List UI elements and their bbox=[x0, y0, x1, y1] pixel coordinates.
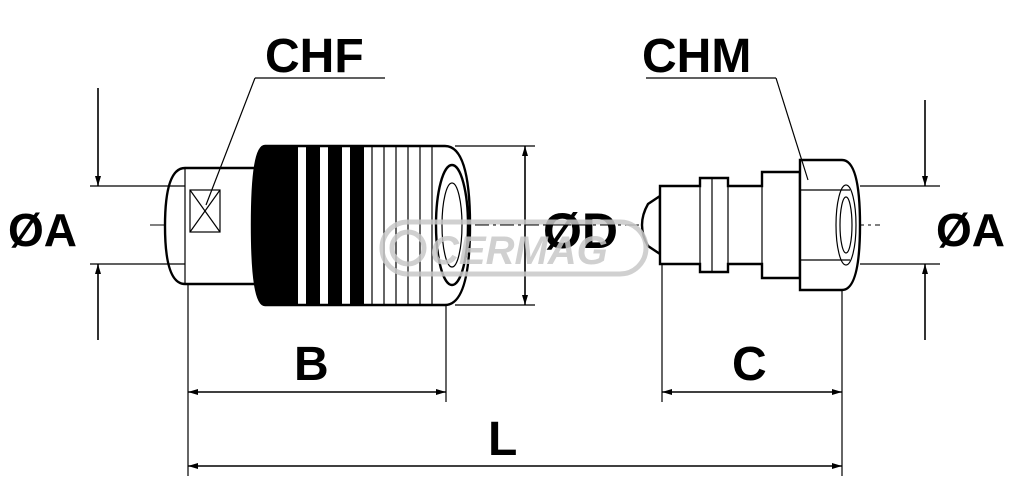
male-bore bbox=[835, 184, 857, 266]
label-b: B bbox=[294, 338, 329, 391]
leader-chm bbox=[646, 77, 809, 181]
label-a-right: ØA bbox=[936, 204, 1005, 256]
male-plug-body bbox=[658, 170, 802, 280]
dimension-d bbox=[455, 145, 535, 306]
female-hex-stem bbox=[163, 166, 260, 286]
label-c: C bbox=[732, 338, 767, 391]
dimension-a-left bbox=[90, 88, 185, 340]
dimension-b bbox=[187, 285, 447, 476]
female-bore bbox=[434, 163, 470, 287]
male-hex-nut bbox=[798, 158, 862, 292]
label-l: L bbox=[488, 413, 517, 466]
sleeve-groove-2 bbox=[328, 146, 342, 305]
label-chf: CHF bbox=[265, 30, 364, 83]
female-coupling bbox=[163, 144, 472, 307]
sleeve-groove-3 bbox=[350, 146, 364, 305]
dimension-a-right bbox=[860, 100, 940, 340]
knurled-grip bbox=[252, 146, 298, 305]
wrench-flat-mark bbox=[189, 189, 221, 233]
sleeve-groove-1 bbox=[306, 146, 320, 305]
male-coupling bbox=[640, 158, 862, 292]
watermark-text: CERMAG bbox=[430, 229, 608, 273]
label-chm: CHM bbox=[642, 30, 751, 83]
dimension-c bbox=[661, 265, 843, 476]
label-d: ØD bbox=[543, 203, 618, 259]
cermag-watermark: CERMAG bbox=[379, 219, 649, 277]
label-a-left: ØA bbox=[8, 204, 77, 256]
leader-chf bbox=[205, 77, 385, 206]
